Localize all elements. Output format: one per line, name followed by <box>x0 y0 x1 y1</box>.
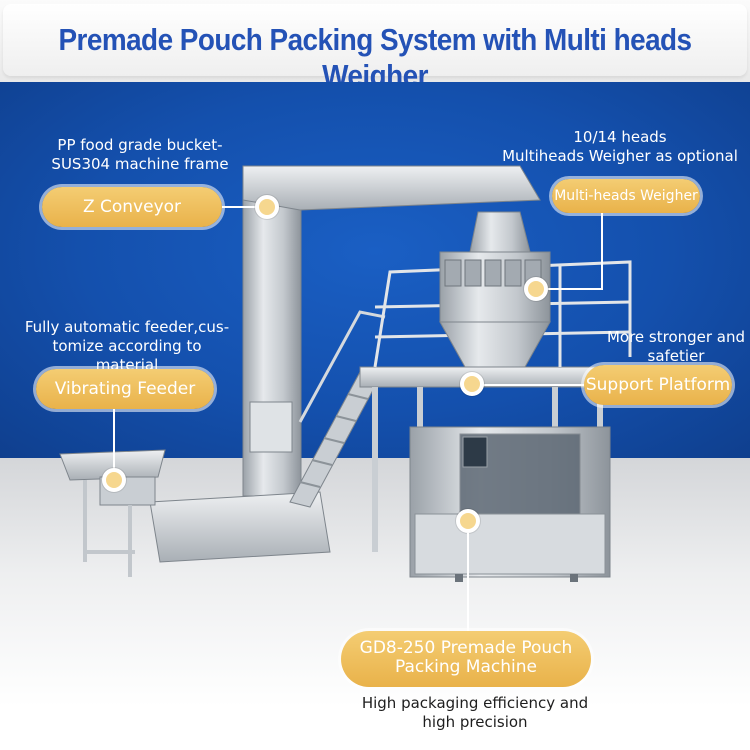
feeder-hopper <box>59 449 166 481</box>
packing-machine-connector <box>467 533 469 631</box>
platform-desc-line1: More stronger and <box>606 328 746 346</box>
z-conveyor-label: Z Conveyor <box>42 187 222 227</box>
z-conveyor-base <box>149 491 331 563</box>
z-conveyor-description: PP food grade bucket- SUS304 machine fra… <box>40 136 240 174</box>
z-conveyor-desc-line1: PP food grade bucket- <box>57 136 223 154</box>
z-conveyor-top-arm <box>242 165 541 211</box>
stairs <box>289 371 381 508</box>
weigher-connector-vertical <box>601 213 603 289</box>
packing-machine-label-line1: GD8-250 Premade Pouch <box>359 638 573 658</box>
weigher-desc-line1: 10/14 heads <box>573 128 667 146</box>
platform-desc-line2: safetier <box>647 347 705 365</box>
packing-machine-desc-line1: High packaging efficiency and <box>361 694 589 712</box>
weigher-discharge-funnel <box>439 321 551 368</box>
platform-connector <box>480 384 584 386</box>
packing-system-illustration <box>59 165 632 582</box>
weigher-connector-horizontal <box>548 288 603 290</box>
platform-description: More stronger and safetier <box>602 328 750 366</box>
weigher-top-cone <box>469 211 531 253</box>
page-title: Premade Pouch Packing System with Multi … <box>58 22 692 93</box>
title-pill <box>3 4 747 76</box>
packing-machine-screen <box>462 436 488 468</box>
weigher-label: Multi-heads Weigher <box>552 179 700 213</box>
feeder-connector <box>113 409 115 469</box>
platform-marker <box>460 372 484 396</box>
weigher-marker <box>524 277 548 301</box>
weigher-description: 10/14 heads Multiheads Weigher as option… <box>490 128 750 166</box>
z-conveyor-connector <box>222 206 262 208</box>
z-conveyor-marker <box>255 195 279 219</box>
feeder-label: Vibrating Feeder <box>36 369 214 409</box>
packing-machine-label-line2: Packing Machine <box>395 657 537 677</box>
weigher-desc-line2: Multiheads Weigher as optional <box>502 147 738 165</box>
feeder-desc-line1: Fully automatic feeder,cus- <box>24 318 230 336</box>
packing-machine-marker <box>456 509 480 533</box>
feeder-description: Fully automatic feeder,cus- tomize accor… <box>22 318 232 375</box>
platform-label: Support Platform <box>584 365 732 405</box>
packing-machine-desc-line2: high precision <box>422 713 528 731</box>
feeder-marker <box>102 468 126 492</box>
packing-machine-description: High packaging efficiency and high preci… <box>340 694 610 732</box>
stair-handrail <box>298 310 386 423</box>
packing-machine-lower-cabinet <box>414 513 606 575</box>
control-box <box>249 401 293 453</box>
packing-machine-label: GD8-250 Premade Pouch Packing Machine <box>341 631 591 687</box>
z-conveyor-desc-line2: SUS304 machine frame <box>51 155 229 173</box>
header-bar: Premade Pouch Packing System with Multi … <box>0 0 750 93</box>
